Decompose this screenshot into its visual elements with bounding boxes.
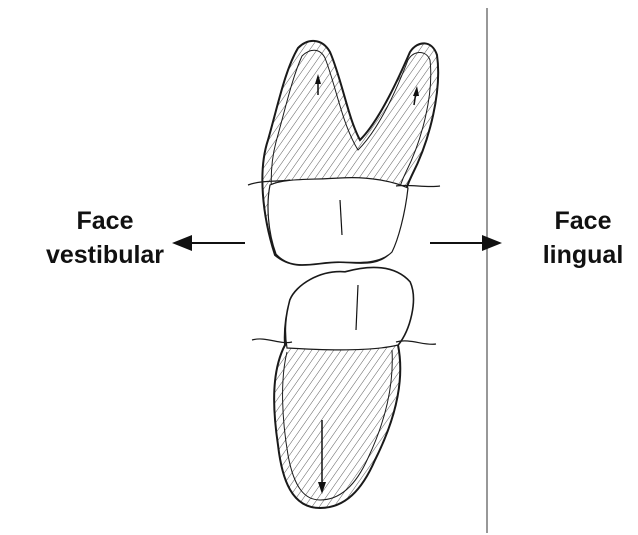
- upper-tooth-drawing: [248, 41, 440, 265]
- arrow-lingual-icon: [430, 235, 502, 251]
- lower-tooth-drawing: [252, 268, 436, 508]
- arrow-vestibular-icon: [172, 235, 245, 251]
